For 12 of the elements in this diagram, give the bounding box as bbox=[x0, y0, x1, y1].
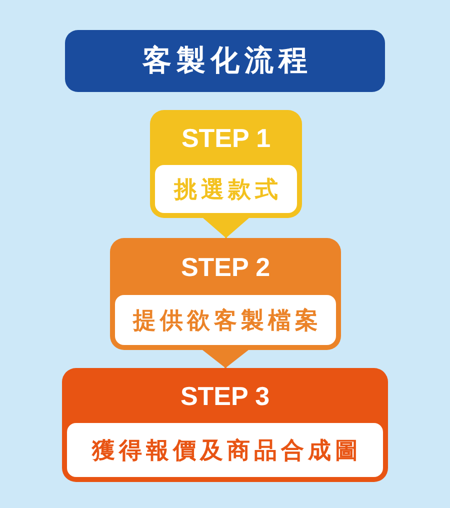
step-description: 提供欲客製檔案 bbox=[115, 295, 336, 345]
step-description: 挑選款式 bbox=[155, 165, 297, 213]
step-card bbox=[110, 238, 341, 350]
title-banner: 客製化流程 bbox=[65, 30, 385, 92]
step-label: STEP 3 bbox=[180, 380, 270, 410]
arrow bbox=[203, 218, 249, 238]
step-card bbox=[150, 110, 302, 218]
step-label: STEP 1 bbox=[181, 122, 271, 152]
step-card bbox=[62, 368, 388, 482]
step-description: 獲得報價及商品合成圖 bbox=[67, 423, 383, 477]
step-label: STEP 2 bbox=[180, 252, 270, 282]
arrow bbox=[202, 350, 248, 368]
